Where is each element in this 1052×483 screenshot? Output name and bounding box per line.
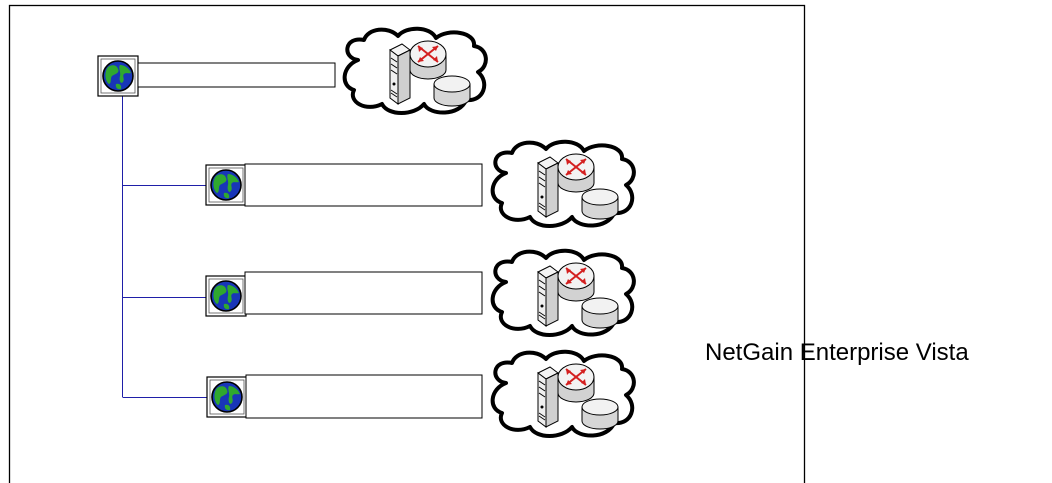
child-node-label-box — [244, 163, 483, 207]
child-node-label-box — [245, 374, 483, 419]
tree-connectors — [122, 95, 207, 398]
globe-icon — [205, 275, 247, 317]
globe-icon — [205, 164, 247, 206]
globe-icon — [206, 376, 248, 418]
child-node-label-box — [244, 271, 483, 315]
diagram-caption: NetGain Enterprise Vista — [705, 339, 969, 366]
root-node-label-box — [137, 62, 336, 88]
child-node-1[interactable] — [205, 139, 636, 228]
root-node[interactable] — [97, 26, 488, 115]
child-node-3[interactable] — [206, 349, 636, 438]
globe-icon — [97, 55, 139, 97]
diagram-frame — [8, 4, 806, 483]
network-cloud-icon — [490, 349, 636, 438]
network-cloud-icon — [342, 26, 488, 115]
child-node-2[interactable] — [205, 248, 636, 337]
network-cloud-icon — [490, 139, 636, 228]
network-cloud-icon — [490, 248, 636, 337]
